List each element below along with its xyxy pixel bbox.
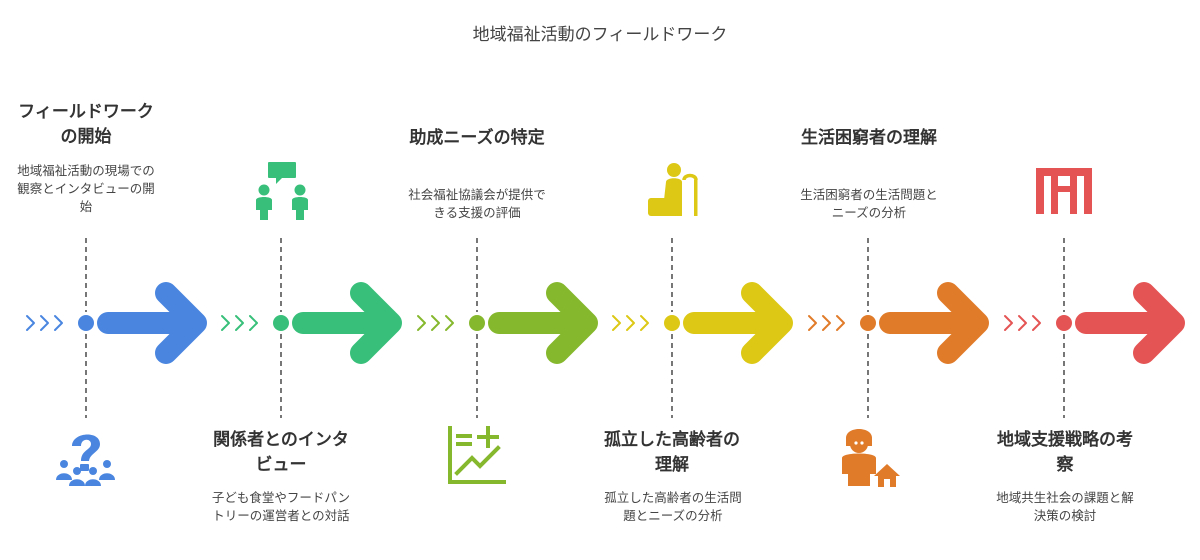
step-5-chevron-icon — [836, 315, 845, 331]
step-2-dot — [273, 315, 289, 331]
step-6-description: 地域共生社会の課題と解決策の検討 — [996, 490, 1134, 524]
elderly-person-icon — [642, 160, 704, 226]
step-3-heading: 助成ニーズの特定 — [409, 128, 545, 148]
step-5-chevron-icon — [808, 315, 817, 331]
step-4-arrow-icon — [683, 282, 793, 364]
step-4-heading: 孤立した高齢者の理解 — [604, 430, 740, 475]
step-2-chevron-icon — [221, 315, 230, 331]
step-6-chevron-icon — [1004, 315, 1013, 331]
step-5-description: 生活困窮者の生活問題とニーズの分析 — [800, 187, 938, 221]
step-1-description: 地域福祉活動の現場での観察とインタビューの開始 — [17, 163, 155, 215]
step-1-chevron-icon — [40, 315, 49, 331]
step-2-description: 子ども食堂やフードパントリーの運営者との対話 — [211, 490, 351, 524]
step-3-chevron-icon — [431, 315, 440, 331]
step-6-arrow-icon — [1075, 282, 1185, 364]
chart-plus-icon — [446, 424, 506, 490]
step-6-chevron-icon — [1018, 315, 1027, 331]
step-6-chevron-icon — [1032, 315, 1041, 331]
step-4-chevron-icon — [640, 315, 649, 331]
person-home-icon — [836, 424, 902, 492]
step-4-dot — [664, 315, 680, 331]
diagram-title: 地域福祉活動のフィールドワーク — [472, 25, 728, 45]
step-2-heading: 関係者とのインタビュー — [213, 430, 349, 475]
step-1-chevron-icon — [54, 315, 63, 331]
step-3-chevron-icon — [417, 315, 426, 331]
step-5-heading: 生活困窮者の理解 — [801, 128, 937, 148]
conversation-icon — [252, 160, 312, 226]
step-3-arrow-icon — [488, 282, 598, 364]
step-2-chevron-icon — [249, 315, 258, 331]
step-3-dot — [469, 315, 485, 331]
step-1-chevron-icon — [26, 315, 35, 331]
strategy-icon — [1034, 166, 1094, 220]
step-3-chevron-icon — [445, 315, 454, 331]
step-1-arrow-icon — [97, 282, 207, 364]
step-5-arrow-icon — [879, 282, 989, 364]
question-people-icon — [54, 424, 116, 490]
step-6-heading: 地域支援戦略の考察 — [997, 430, 1133, 475]
step-4-description: 孤立した高齢者の生活問題とニーズの分析 — [604, 490, 742, 524]
step-2-chevron-icon — [235, 315, 244, 331]
step-4-chevron-icon — [612, 315, 621, 331]
step-3-description: 社会福祉協議会が提供できる支援の評価 — [408, 187, 546, 221]
step-4-chevron-icon — [626, 315, 635, 331]
step-2-arrow-icon — [292, 282, 402, 364]
step-1-dot — [78, 315, 94, 331]
step-1-heading: フィールドワークの開始 — [18, 102, 154, 147]
step-5-dot — [860, 315, 876, 331]
step-5-chevron-icon — [822, 315, 831, 331]
step-6-dot — [1056, 315, 1072, 331]
